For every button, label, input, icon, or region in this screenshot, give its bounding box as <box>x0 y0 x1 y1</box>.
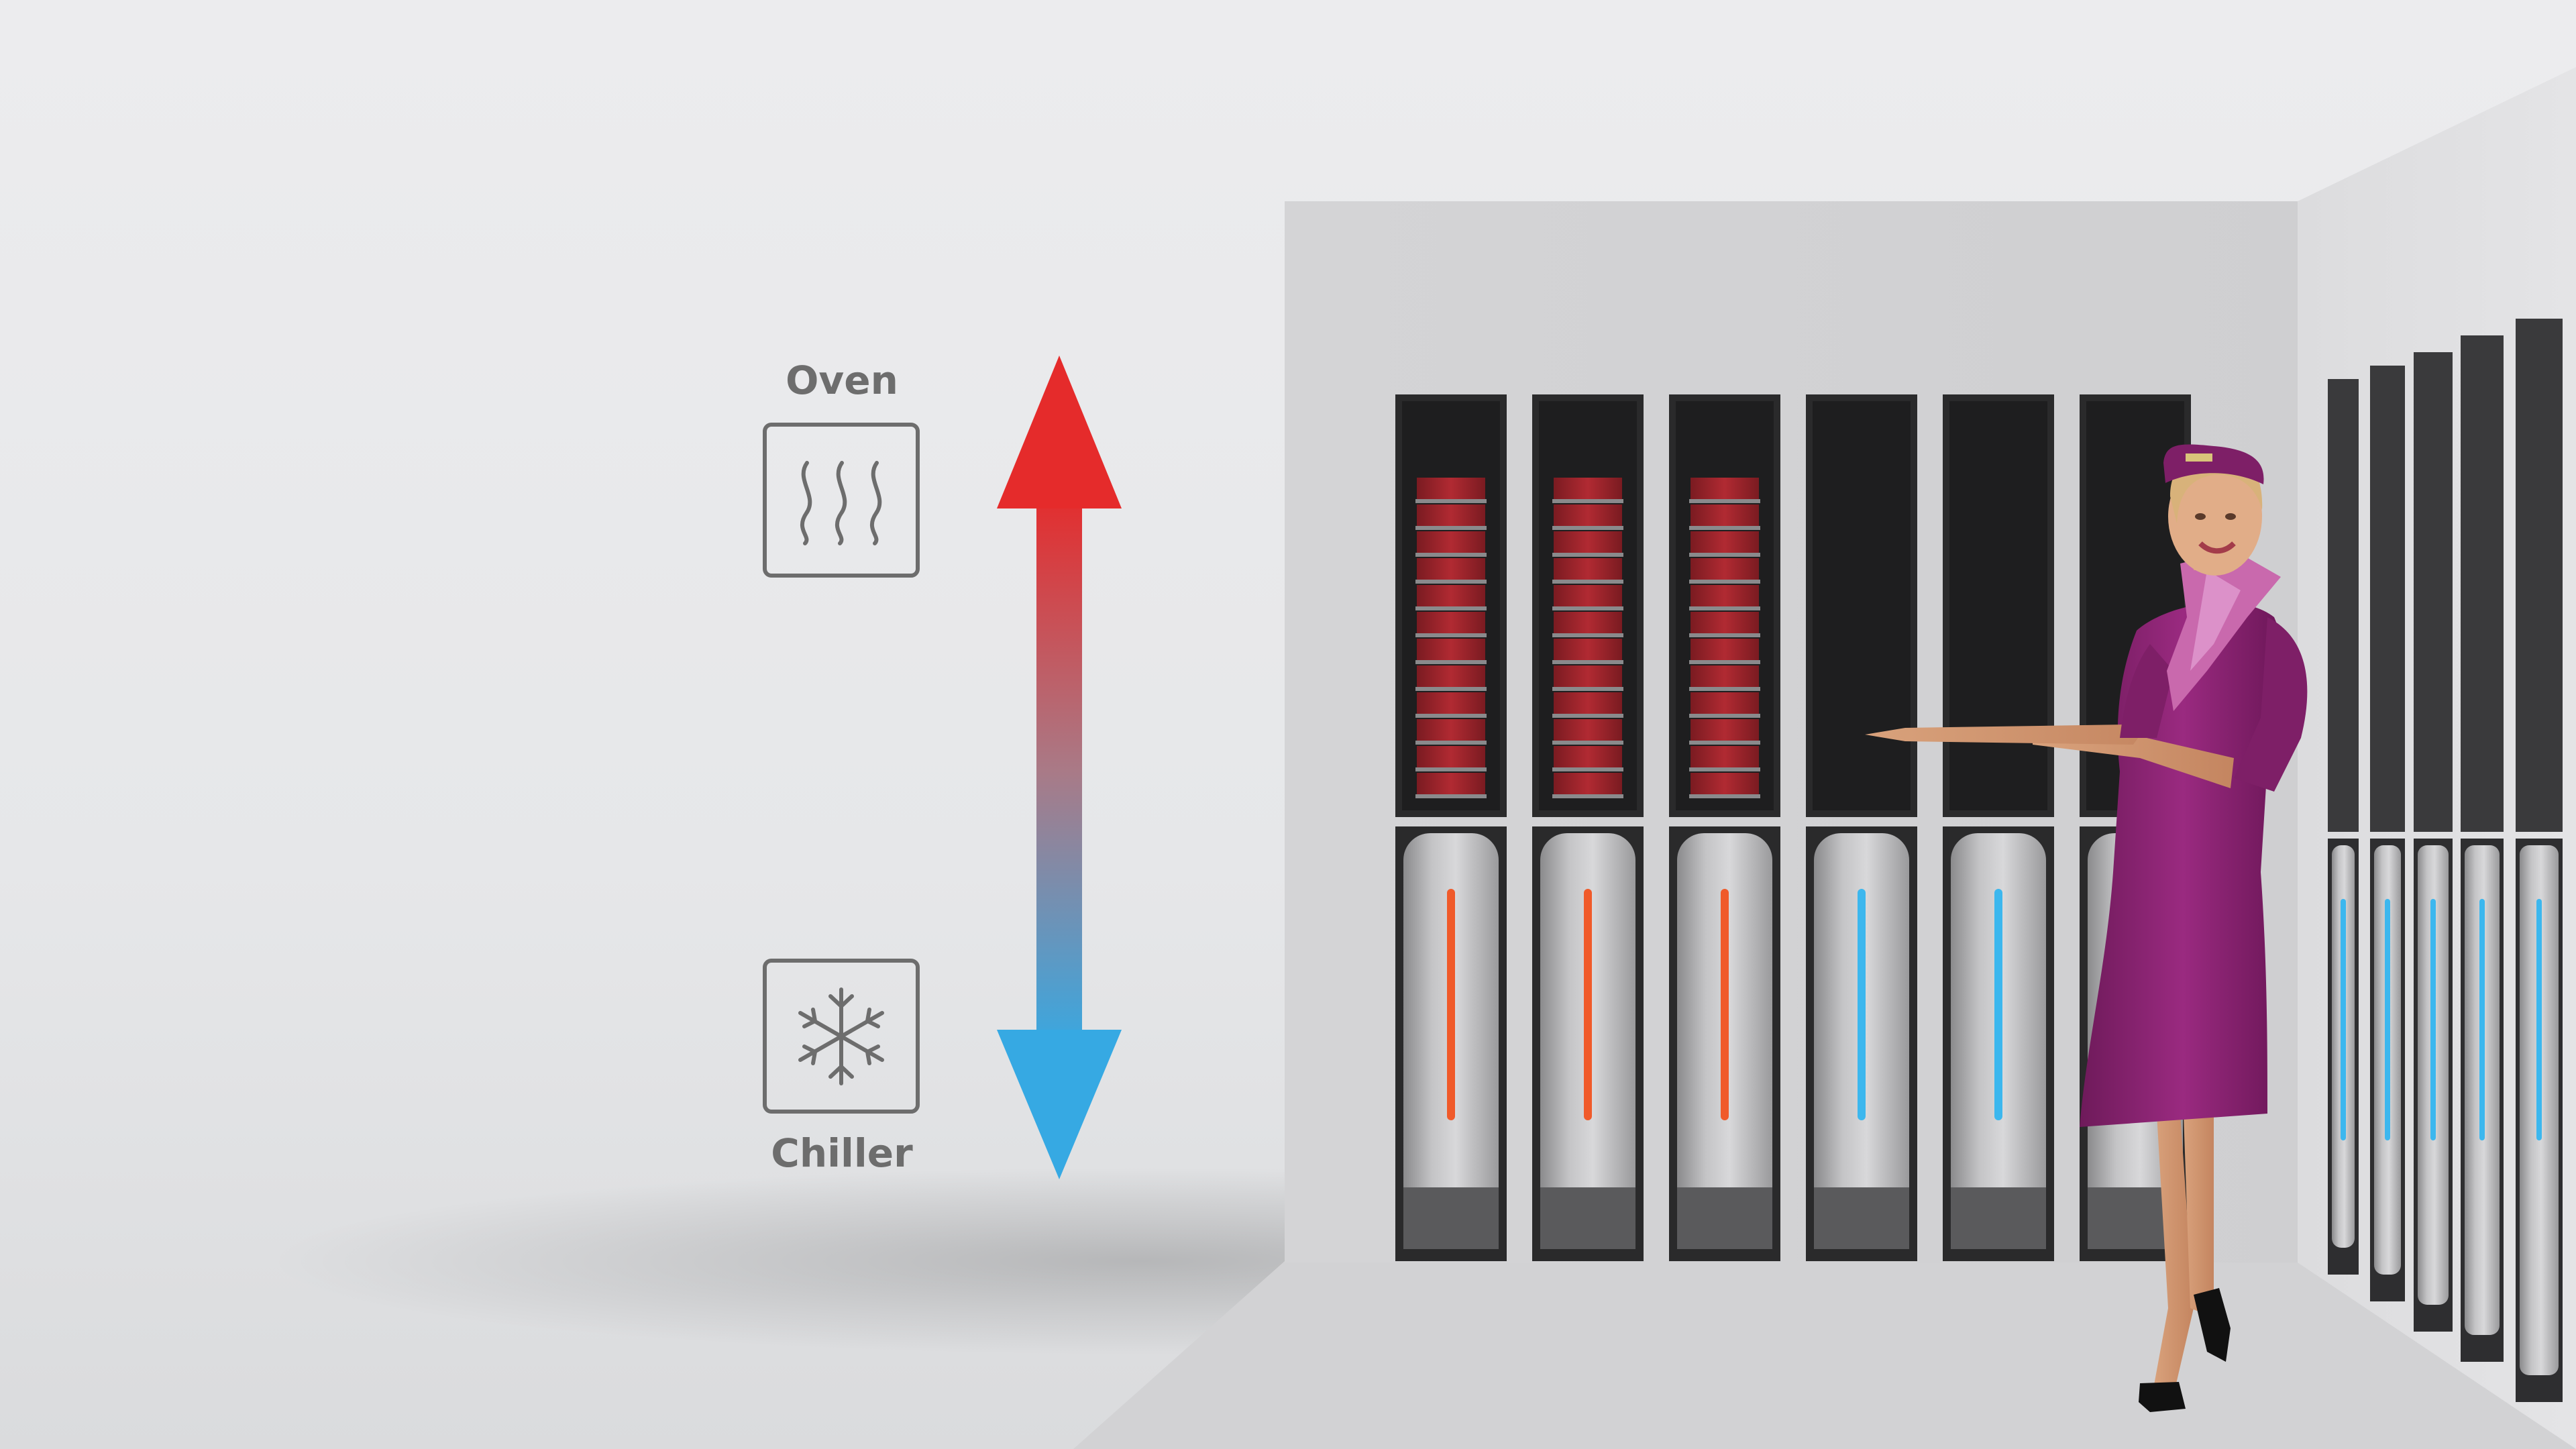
chiller-label: Chiller <box>771 1130 913 1176</box>
flight-attendant <box>1865 444 2308 1412</box>
meal-tray-stack <box>1552 478 1623 798</box>
side-compartment <box>2461 335 2504 1362</box>
cold-indicator <box>1858 889 1866 1120</box>
oven-label: Oven <box>786 358 898 403</box>
side-compartment <box>2328 379 2359 1275</box>
side-compartment <box>2516 319 2563 1402</box>
side-compartment <box>2414 352 2453 1332</box>
snowflake-icon <box>763 959 920 1114</box>
meal-tray-stack <box>1689 478 1760 798</box>
side-compartment-grid <box>2328 319 2563 1402</box>
compartment <box>1943 394 2054 1261</box>
hot-indicator <box>1447 889 1455 1120</box>
hot-indicator <box>1721 889 1729 1120</box>
hot-indicator <box>1584 889 1592 1120</box>
cold-indicator <box>1994 889 2002 1120</box>
meal-tray-stack <box>1415 478 1487 798</box>
heat-waves-icon <box>763 423 920 578</box>
side-compartment <box>2370 366 2405 1301</box>
compartment <box>1806 394 1917 1261</box>
temperature-arrow <box>997 356 1122 1179</box>
